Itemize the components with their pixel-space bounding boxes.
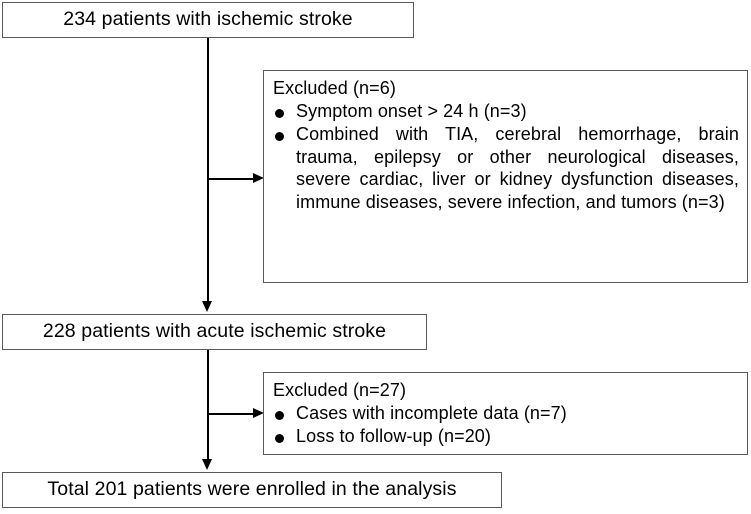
- exclusion-box-1: Excluded (n=6) Symptom onset > 24 h (n=3…: [263, 70, 748, 283]
- connector-branch-exclusion-1: [208, 178, 255, 180]
- node-enrolled-initial-label: 234 patients with ischemic stroke: [63, 8, 353, 31]
- exclusion-1-item-text: Symptom onset > 24 h (n=3): [296, 100, 527, 121]
- exclusion-1-item-text: Combined with TIA, cerebral hemorrhage, …: [296, 123, 739, 213]
- exclusion-2-list: Cases with incomplete data (n=7) Loss to…: [273, 402, 739, 448]
- arrow-head-to-acute-stroke: [202, 301, 212, 312]
- bullet-icon: [275, 131, 284, 141]
- exclusion-2-title: Excluded (n=27): [273, 380, 407, 400]
- node-final-total: Total 201 patients were enrolled in the …: [2, 472, 502, 508]
- exclusion-1-item: Combined with TIA, cerebral hemorrhage, …: [273, 123, 739, 214]
- exclusion-2-item: Cases with incomplete data (n=7): [273, 402, 739, 425]
- exclusion-box-2: Excluded (n=27) Cases with incomplete da…: [263, 372, 748, 455]
- exclusion-1-title: Excluded (n=6): [273, 78, 396, 98]
- bullet-icon: [275, 108, 284, 118]
- bullet-icon: [275, 433, 284, 443]
- arrow-head-to-exclusion-2: [253, 408, 264, 418]
- exclusion-2-item: Loss to follow-up (n=20): [273, 425, 739, 448]
- arrow-head-to-exclusion-1: [253, 173, 264, 183]
- connector-trunk-upper: [207, 38, 209, 302]
- node-acute-stroke: 228 patients with acute ischemic stroke: [2, 314, 427, 350]
- exclusion-1-list: Symptom onset > 24 h (n=3) Combined with…: [273, 100, 739, 214]
- connector-trunk-lower: [207, 350, 209, 460]
- connector-branch-exclusion-2: [208, 413, 255, 415]
- exclusion-2-item-text: Cases with incomplete data (n=7): [296, 402, 567, 423]
- bullet-icon: [275, 410, 284, 420]
- node-enrolled-initial: 234 patients with ischemic stroke: [2, 2, 414, 38]
- arrow-head-to-final-total: [202, 459, 212, 470]
- exclusion-2-item-text: Loss to follow-up (n=20): [296, 425, 492, 446]
- exclusion-1-item: Symptom onset > 24 h (n=3): [273, 100, 739, 123]
- node-final-total-label: Total 201 patients were enrolled in the …: [47, 478, 457, 501]
- node-acute-stroke-label: 228 patients with acute ischemic stroke: [42, 320, 387, 343]
